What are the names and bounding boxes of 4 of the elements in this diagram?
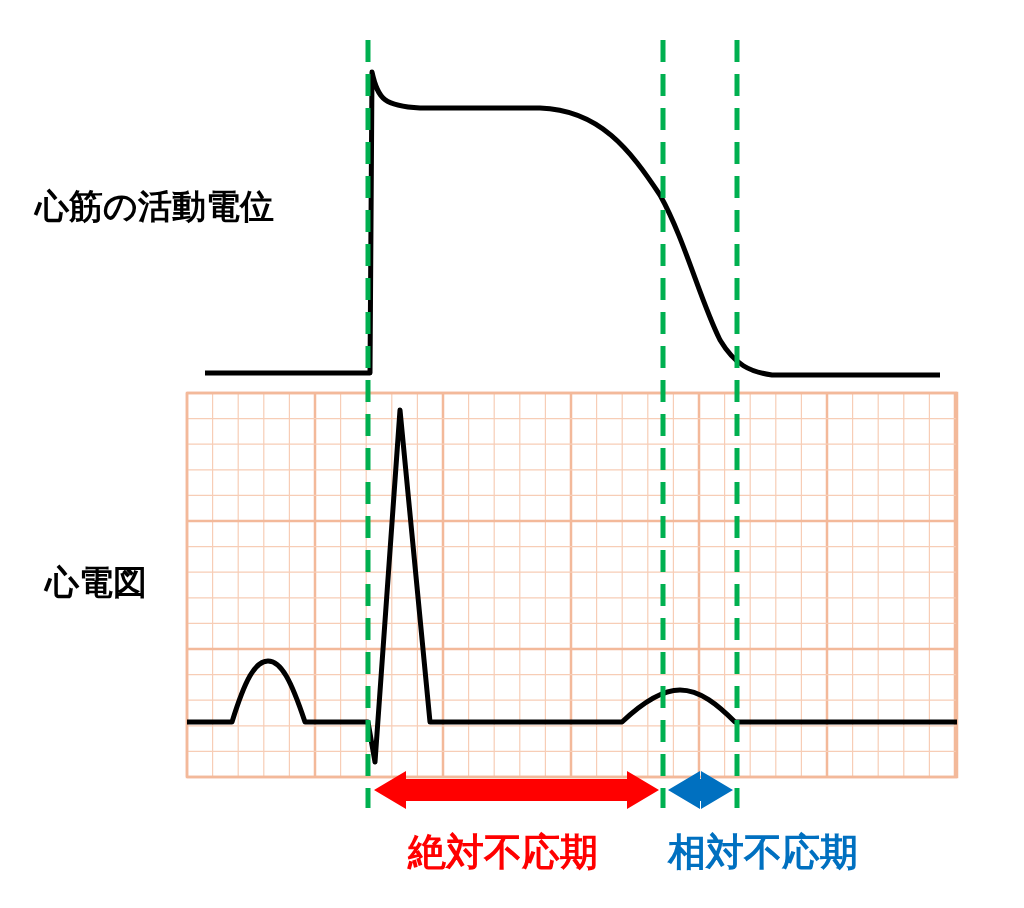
axis-label: 心筋の活動電位 [35, 188, 274, 226]
period-label: 絶対不応期 [408, 832, 598, 874]
axis-label: 心電図 [45, 564, 147, 602]
period-label: 相対不応期 [668, 832, 858, 874]
